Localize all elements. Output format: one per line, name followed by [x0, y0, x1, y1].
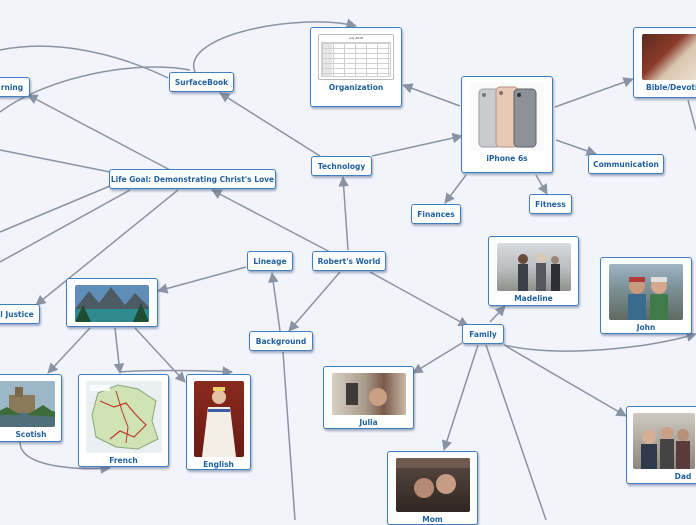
node-french-label: French: [109, 456, 138, 465]
castle-icon: [0, 381, 55, 427]
link-lifegoal-learning: [27, 94, 171, 171]
node-organization[interactable]: July 2018 Organization: [310, 27, 402, 107]
node-bible-label: Bible/Devoti: [646, 83, 696, 92]
node-scotish[interactable]: Scotish: [0, 374, 62, 442]
iphones-icon: [478, 86, 537, 148]
portrait-icon: [201, 387, 236, 457]
person-icon: [345, 383, 387, 406]
link-lineage-heritage: [156, 266, 247, 294]
calendar-title: July 2018: [349, 36, 363, 40]
node-technology[interactable]: Technology: [311, 156, 372, 176]
node-english[interactable]: English: [186, 374, 251, 470]
node-iphone-label: iPhone 6s: [486, 154, 528, 163]
queen-portrait-image: [193, 381, 244, 457]
mom-photo: [395, 458, 470, 512]
node-fitness[interactable]: Fitness: [529, 194, 572, 214]
link-surfacebook-organization: [193, 18, 358, 73]
node-surfacebook[interactable]: SurfaceBook: [169, 72, 234, 92]
link-iphone-bible: [554, 77, 634, 108]
node-learning[interactable]: rning: [0, 77, 30, 97]
link-surfacebook-left-b: [0, 66, 191, 113]
node-background[interactable]: Background: [249, 331, 313, 351]
calendar-image: July 2018: [318, 34, 394, 80]
link-iphone-fitness: [535, 174, 548, 195]
france-map-image: [85, 381, 162, 453]
node-mom[interactable]: Mom: [387, 451, 478, 525]
link-world-background: [288, 271, 341, 332]
link-heritage-french-b: [119, 366, 234, 377]
node-dad-label: Dad: [674, 472, 692, 481]
node-life-goal[interactable]: Life Goal: Demonstrating Christ's Love: [109, 169, 276, 189]
node-madeline-label: Madeline: [514, 294, 553, 303]
link-background-lineage: [268, 271, 281, 332]
link-technology-iphone: [371, 132, 464, 157]
node-julia[interactable]: Julia: [323, 366, 414, 429]
mountain-lake-image: [75, 285, 149, 322]
link-lifegoal-left-1: [0, 149, 111, 173]
node-julia-label: Julia: [359, 418, 378, 427]
link-family-john: [503, 331, 696, 352]
link-heritage-scotish: [47, 327, 91, 374]
node-french[interactable]: French: [78, 374, 169, 467]
link-surfacebook-left-a: [0, 45, 169, 79]
link-iphone-finances: [444, 174, 467, 204]
link-heritage-english: [134, 327, 186, 383]
link-family-down: [485, 344, 547, 520]
node-heritage[interactable]: [66, 278, 158, 327]
link-lifegoal-left-2: [0, 185, 111, 233]
node-john[interactable]: John: [600, 257, 692, 334]
people-icon: [628, 277, 668, 320]
node-scotish-label: Scotish: [15, 430, 47, 439]
link-technology-surfacebook: [219, 92, 321, 157]
people-icon: [395, 458, 470, 498]
julia-photo: [331, 373, 406, 415]
link-iphone-communication: [555, 139, 597, 156]
castle-image: [0, 381, 55, 427]
link-lifegoal-social: [35, 189, 179, 306]
link-background-down: [282, 351, 296, 520]
link-family-julia: [412, 342, 463, 374]
node-dad[interactable]: Dad: [626, 406, 696, 484]
node-bible[interactable]: Bible/Devoti: [633, 27, 696, 98]
node-finances[interactable]: Finances: [411, 204, 461, 224]
node-iphone[interactable]: iPhone 6s: [461, 76, 553, 173]
people-icon: [517, 253, 560, 291]
node-madeline[interactable]: Madeline: [488, 236, 579, 306]
link-world-technology: [338, 175, 349, 251]
mountain-lake-icon: [75, 285, 149, 322]
people-icon: [641, 427, 690, 469]
link-family-dad: [503, 344, 627, 417]
link-heritage-french: [113, 327, 125, 375]
node-family[interactable]: Family: [462, 324, 504, 344]
map-icon: [89, 384, 159, 450]
node-social-justice[interactable]: l Justice: [0, 304, 40, 324]
link-bible-down: [687, 99, 696, 131]
link-scotish-french: [19, 441, 112, 474]
link-iphone-organization: [402, 83, 461, 107]
iphone-image: [470, 83, 544, 151]
link-lifegoal-left-3: [0, 189, 131, 263]
dad-photo: [633, 413, 695, 469]
node-organization-label: Organization: [328, 83, 384, 92]
node-john-label: John: [636, 323, 656, 332]
link-world-family: [369, 271, 469, 327]
madeline-photo: [496, 243, 571, 291]
link-family-madeline: [489, 305, 506, 323]
bible-image: [642, 34, 696, 80]
link-family-mom: [441, 344, 479, 451]
node-communication[interactable]: Communication: [588, 154, 664, 174]
john-photo: [609, 264, 683, 320]
node-lineage[interactable]: Lineage: [247, 251, 293, 271]
node-english-label: English: [203, 460, 234, 469]
link-world-lifegoal: [211, 189, 331, 253]
node-roberts-world[interactable]: Robert's World: [312, 251, 386, 271]
